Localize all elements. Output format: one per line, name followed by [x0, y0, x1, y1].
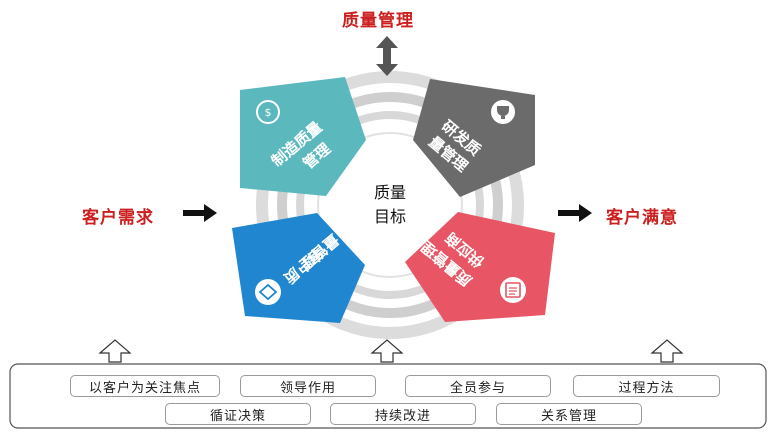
principle-customer-focus: 以客户为关注焦点 — [70, 375, 220, 397]
concentric-rings — [256, 71, 524, 339]
principle-evidence-based-decision: 循证决策 — [165, 403, 311, 425]
segment-supplier-quality: 供应商 质量管理 — [405, 212, 555, 322]
left-arrow-icon — [183, 204, 217, 222]
up-arrow-icon — [98, 339, 132, 363]
document-icon — [500, 277, 526, 303]
principle-relationship-management: 关系管理 — [496, 403, 642, 425]
segment-manufacturing-quality: $ 制造质量 管理 — [240, 77, 366, 196]
up-arrow-icon — [370, 339, 404, 363]
right-arrow-icon — [558, 204, 592, 222]
up-arrow-icon — [650, 339, 684, 363]
principle-process-approach: 过程方法 — [573, 375, 720, 397]
segment-customer-quality: 客户质 量管理 — [232, 213, 365, 323]
center-label-line-1: 质量 — [374, 183, 406, 202]
left-label-customer-requirements: 客户需求 — [82, 208, 154, 228]
up-down-arrow-icon — [376, 36, 398, 76]
principle-engagement: 全员参与 — [405, 375, 551, 397]
top-label-quality-management: 质量管理 — [342, 11, 414, 31]
center-label-line-2: 目标 — [374, 207, 406, 226]
right-label-customer-satisfaction: 客户满意 — [606, 208, 678, 228]
principle-improvement: 持续改进 — [330, 403, 476, 425]
lightbulb-icon-glyph: $ — [265, 106, 272, 119]
lightbulb-icon — [256, 100, 280, 124]
diamond-icon — [255, 279, 281, 305]
principle-leadership: 领导作用 — [240, 375, 376, 397]
